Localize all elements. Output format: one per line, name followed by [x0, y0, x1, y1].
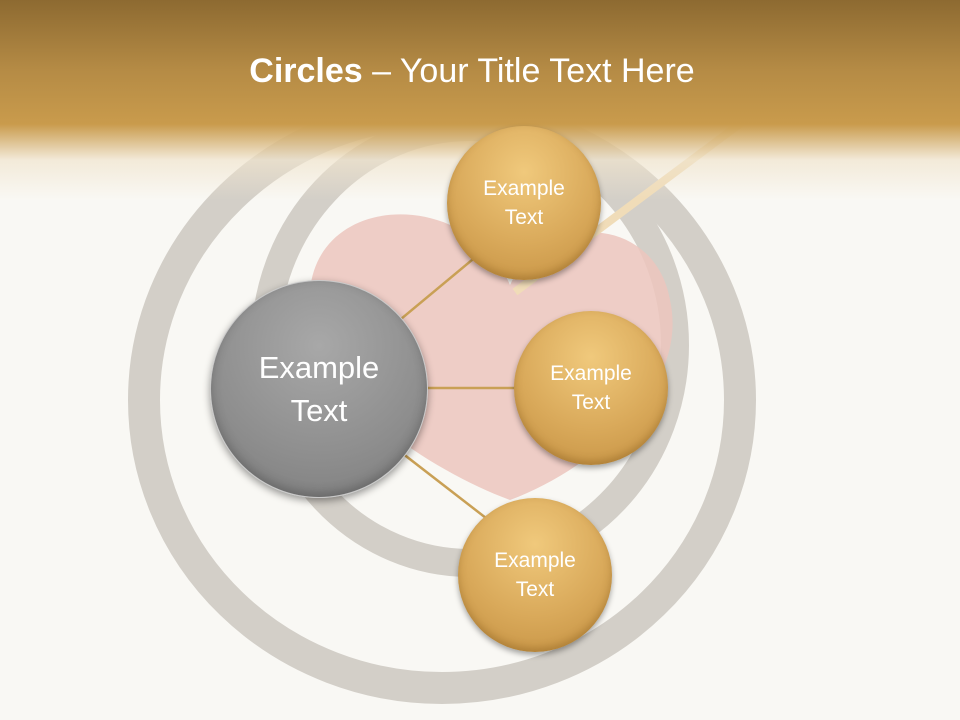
center-text-line2: Text	[290, 393, 348, 428]
circle-bottom[interactable]: Example Text	[458, 498, 612, 652]
circle-top[interactable]: Example Text	[447, 126, 601, 280]
center-circle[interactable]: Example Text	[210, 280, 428, 498]
slide-title: Circles – Your Title Text Here	[249, 52, 695, 90]
center-text-line1: Example	[258, 349, 380, 385]
node-text-line1: Example	[494, 548, 576, 572]
node-text-line2: Text	[504, 206, 544, 229]
node-text-line1: Example	[550, 361, 632, 385]
circle-middle[interactable]: Example Text	[514, 311, 668, 465]
node-text-line1: Example	[483, 176, 565, 200]
node-text-line2: Text	[515, 578, 555, 601]
node-text-line2: Text	[571, 391, 611, 414]
